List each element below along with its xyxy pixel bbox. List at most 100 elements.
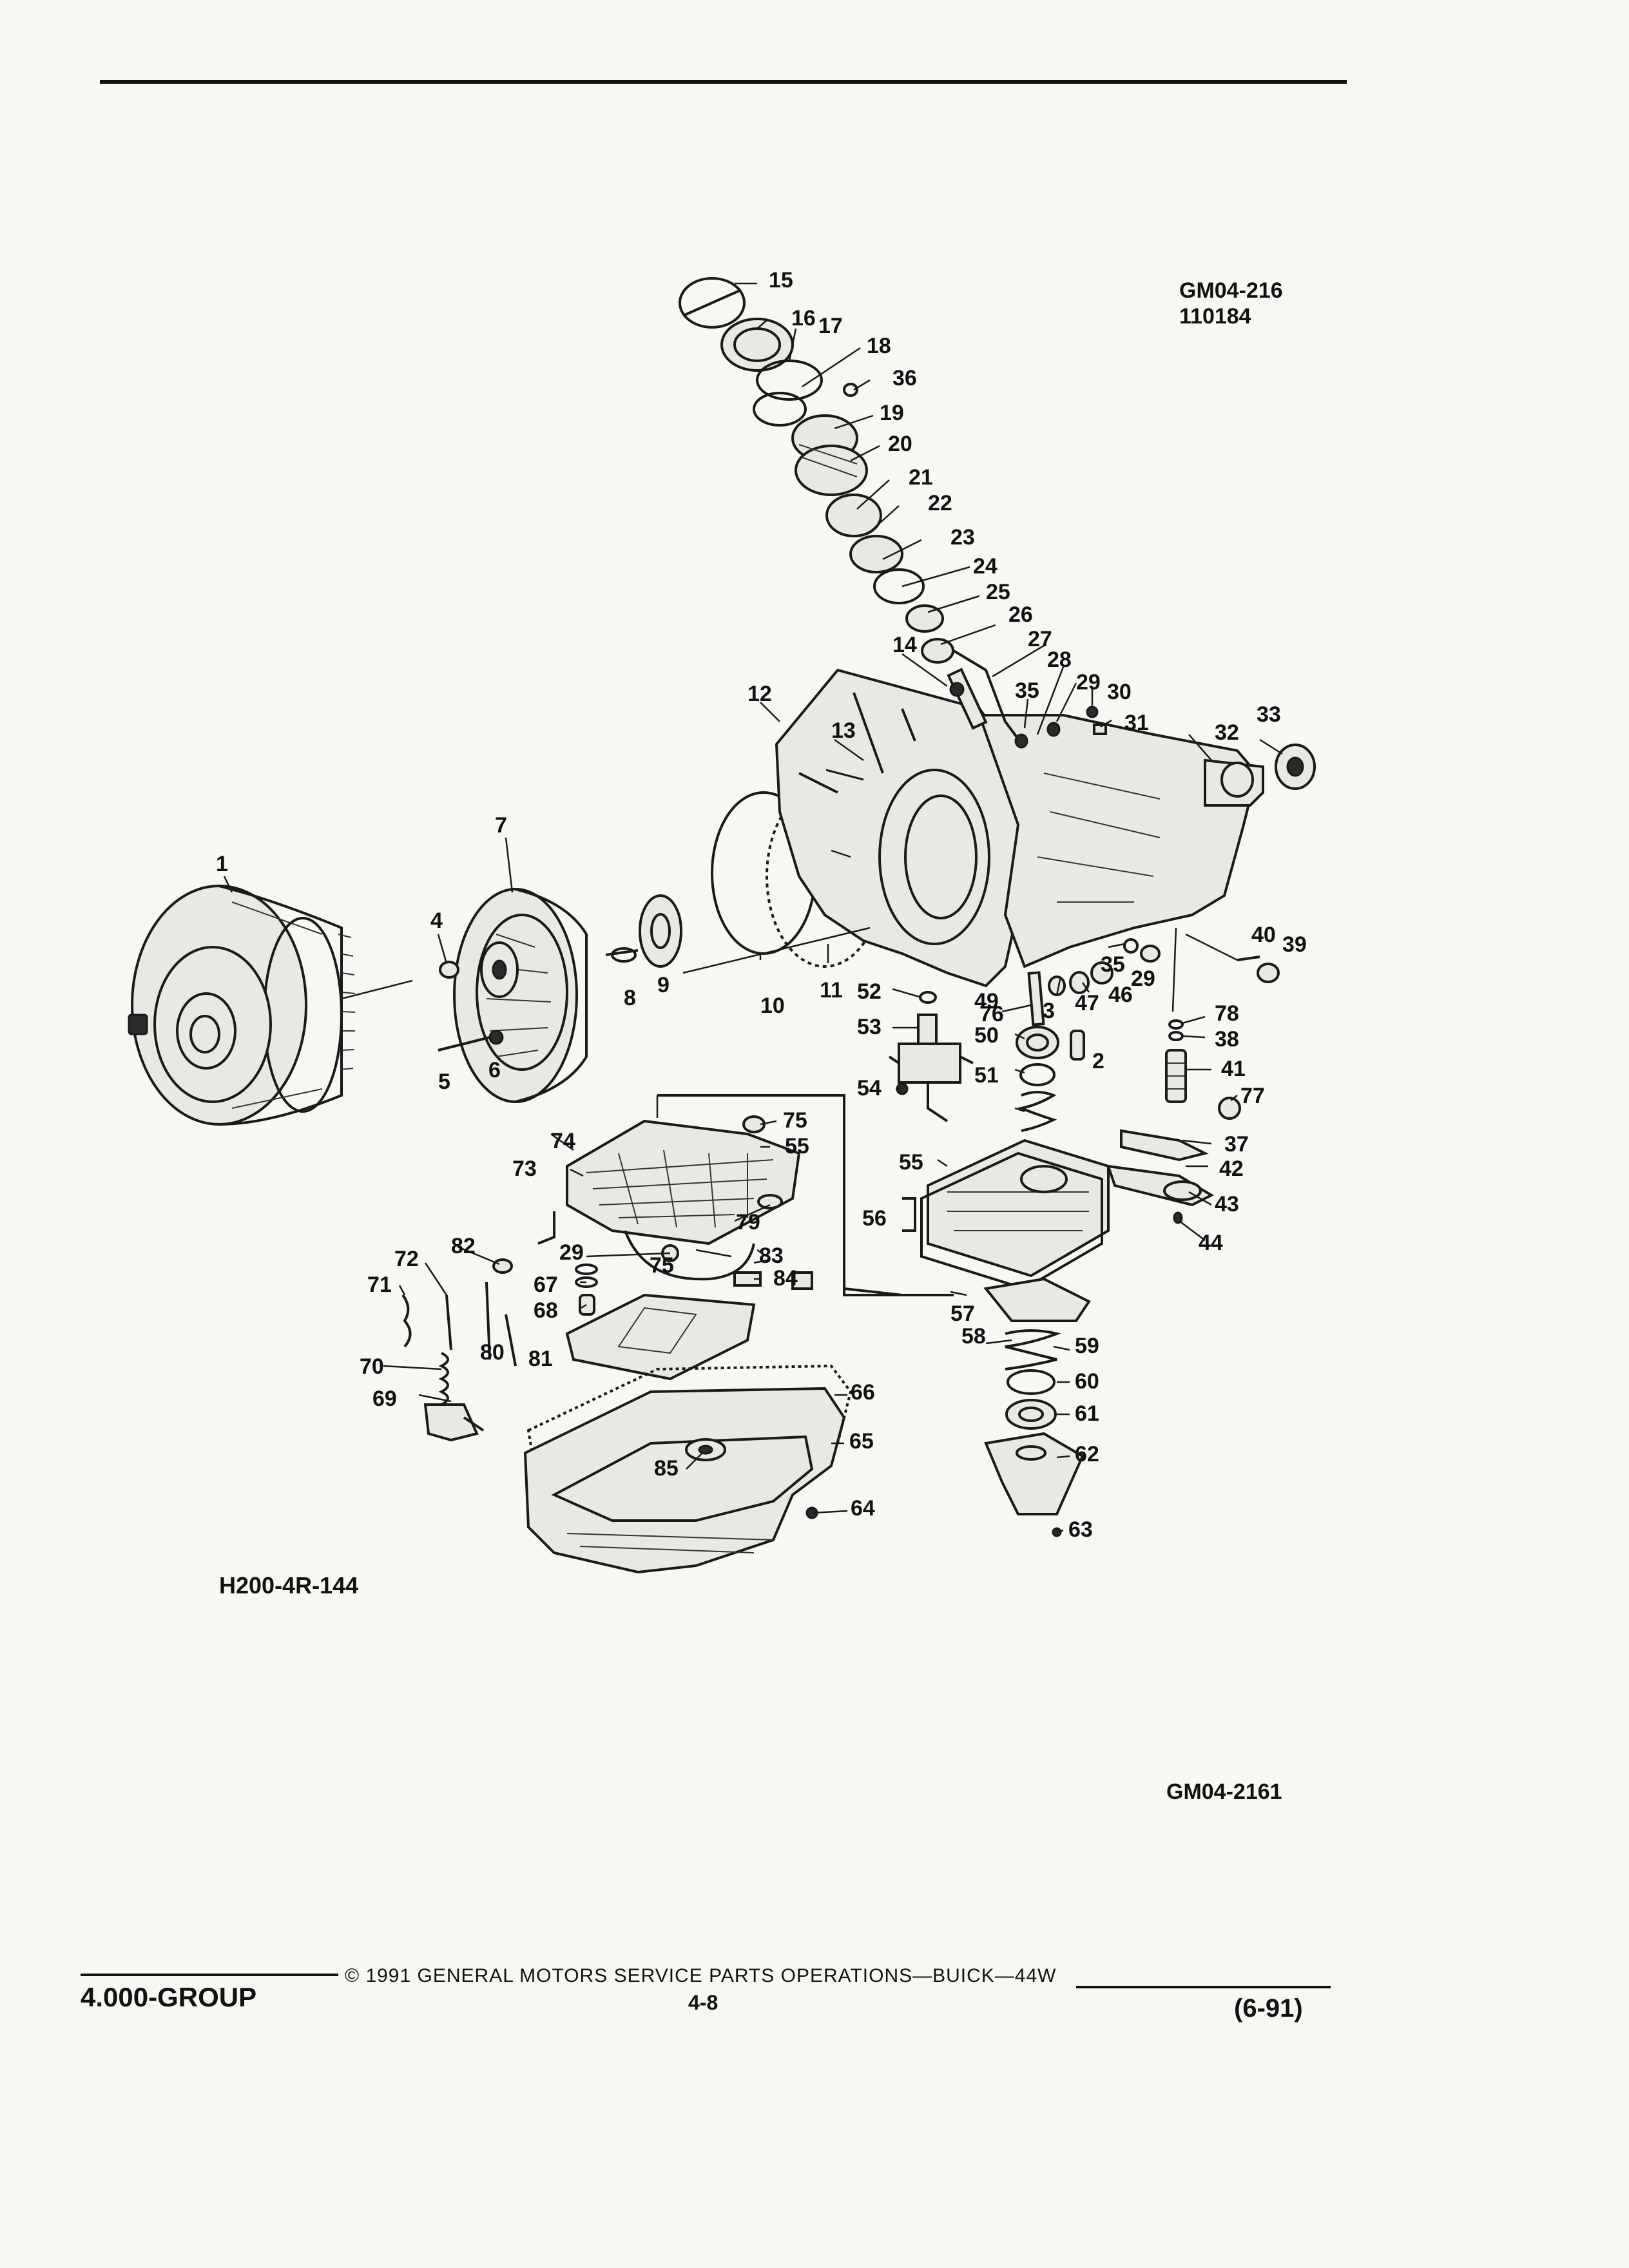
- callout-58: 58: [961, 1324, 986, 1349]
- callout-80: 80: [480, 1340, 505, 1365]
- callout-16: 16: [791, 306, 816, 331]
- callout-75b: 75: [650, 1253, 674, 1278]
- callout-9: 9: [657, 973, 670, 997]
- callout-42: 42: [1219, 1157, 1244, 1181]
- callout-38: 38: [1215, 1027, 1239, 1052]
- callout-66: 66: [851, 1380, 875, 1405]
- callout-62: 62: [1075, 1442, 1099, 1466]
- callout-73: 73: [512, 1157, 537, 1181]
- footer-left-group: 4.000-GROUP: [81, 1982, 257, 2012]
- oil-pan-drawing: [523, 1364, 853, 1574]
- callout-numbers: 1 2 3 4 5 6 7 8 9 10 11 12 13 14 15 16 1…: [216, 268, 1307, 1542]
- callout-27: 27: [1028, 627, 1052, 651]
- callout-4: 4: [430, 908, 443, 933]
- ref-code-bottom: GM04-2161: [1166, 1780, 1282, 1804]
- callout-68: 68: [534, 1298, 558, 1323]
- callout-33: 33: [1257, 702, 1281, 727]
- callout-64: 64: [851, 1496, 875, 1521]
- callout-84: 84: [773, 1266, 798, 1291]
- callout-60: 60: [1075, 1369, 1099, 1394]
- callout-36: 36: [892, 366, 917, 390]
- callout-24: 24: [973, 554, 998, 579]
- callout-49: 49: [974, 989, 999, 1014]
- callout-21: 21: [909, 465, 933, 490]
- callout-26: 26: [1008, 602, 1033, 627]
- callout-67: 67: [534, 1273, 558, 1297]
- callout-65: 65: [849, 1429, 874, 1454]
- callout-72: 72: [394, 1247, 419, 1271]
- callout-83: 83: [759, 1244, 784, 1268]
- callout-50: 50: [974, 1023, 999, 1048]
- callout-61: 61: [1075, 1401, 1099, 1426]
- callout-56: 56: [862, 1206, 887, 1231]
- callout-44: 44: [1199, 1231, 1223, 1255]
- callout-75a: 75: [783, 1108, 807, 1133]
- callout-15: 15: [769, 268, 793, 293]
- upper-component-stack-drawing: [679, 277, 1026, 749]
- footer-rule-right: [1076, 1986, 1331, 1988]
- callout-59: 59: [1075, 1334, 1099, 1358]
- top-rule: [100, 80, 1347, 84]
- callout-28: 28: [1047, 648, 1072, 672]
- case-fittings-drawing: [1014, 706, 1254, 798]
- callout-11: 11: [820, 978, 843, 1003]
- callout-2: 2: [1092, 1049, 1104, 1073]
- callout-39: 39: [1282, 932, 1307, 957]
- transmission-case-drawing: [775, 668, 1316, 988]
- callout-18: 18: [867, 334, 891, 358]
- footer-revision-date: (6-91): [1234, 1994, 1303, 2023]
- callout-70: 70: [360, 1354, 384, 1379]
- callout-74: 74: [551, 1129, 575, 1153]
- illustration-id: H200-4R-144: [219, 1572, 359, 1599]
- callout-35a: 35: [1015, 678, 1039, 703]
- callout-29c: 29: [559, 1240, 584, 1265]
- detent-spring-drawing: [401, 1294, 485, 1442]
- callout-25: 25: [986, 580, 1010, 604]
- ref-number-top: 110184: [1179, 304, 1251, 329]
- callout-79: 79: [736, 1210, 760, 1235]
- callout-52: 52: [857, 979, 882, 1004]
- callout-12: 12: [747, 682, 772, 706]
- callout-35b: 35: [1101, 952, 1125, 977]
- leader-lines: [223, 282, 1283, 1533]
- footer-center-text: © 1991 GENERAL MOTORS SERVICE PARTS OPER…: [345, 1965, 1057, 1986]
- callout-1: 1: [216, 852, 228, 876]
- callout-76: 76: [979, 1002, 1004, 1026]
- footer-page-number: 4-8: [688, 1991, 718, 2014]
- oil-filter-drawing: [565, 1293, 756, 1381]
- callout-5: 5: [438, 1070, 450, 1094]
- callout-53: 53: [857, 1015, 882, 1039]
- callout-37: 37: [1224, 1132, 1249, 1157]
- callout-20: 20: [888, 432, 912, 456]
- callout-51: 51: [974, 1063, 999, 1088]
- callout-32: 32: [1215, 720, 1239, 745]
- callout-47: 47: [1075, 991, 1099, 1015]
- callout-23: 23: [950, 525, 975, 550]
- callout-3: 3: [1043, 999, 1055, 1023]
- oil-pump-drawing: [438, 888, 682, 1103]
- callout-55b: 55: [899, 1150, 923, 1175]
- callout-22: 22: [928, 491, 952, 515]
- footer-rule-left: [81, 1974, 338, 1976]
- center-parts-drawing: [888, 938, 1161, 1132]
- callout-46: 46: [1108, 983, 1133, 1007]
- callout-10: 10: [760, 994, 785, 1018]
- callout-29a: 29: [1076, 670, 1101, 695]
- callout-85: 85: [654, 1456, 679, 1481]
- ref-code-top: GM04-216: [1179, 278, 1283, 303]
- callout-17: 17: [818, 314, 843, 338]
- callout-54: 54: [857, 1076, 882, 1100]
- linkage-drawing: [1106, 956, 1280, 1224]
- callout-7: 7: [495, 813, 507, 838]
- callout-8: 8: [624, 986, 636, 1010]
- callout-77: 77: [1240, 1084, 1265, 1108]
- callout-81: 81: [528, 1347, 553, 1371]
- callout-41: 41: [1221, 1057, 1246, 1081]
- callout-14: 14: [892, 633, 917, 657]
- callout-31: 31: [1124, 711, 1149, 735]
- callout-69: 69: [372, 1387, 397, 1411]
- callout-63: 63: [1068, 1517, 1093, 1542]
- torque-converter-drawing: [128, 885, 356, 1126]
- callout-55a: 55: [785, 1134, 809, 1158]
